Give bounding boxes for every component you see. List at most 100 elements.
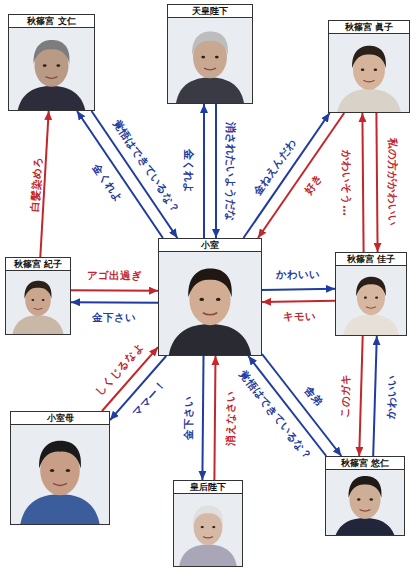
portrait-shape xyxy=(50,469,54,472)
portrait-shape xyxy=(46,77,58,79)
portrait-photo xyxy=(329,34,409,112)
portrait-shape xyxy=(203,536,213,537)
relation-label: キモい xyxy=(281,310,316,323)
portrait-shape xyxy=(192,32,228,56)
relation-label: 消されたいようだな xyxy=(225,121,237,222)
portrait-shape xyxy=(334,518,396,535)
portrait-shape xyxy=(12,315,63,334)
portrait-shape xyxy=(193,506,223,526)
person-box: 秋篠宮 紀子 xyxy=(5,257,71,335)
relation-arrow xyxy=(359,336,363,456)
relation-label: 覚悟はできているな？ xyxy=(236,367,314,463)
portrait-shape xyxy=(336,266,406,335)
portrait-shape xyxy=(66,469,70,472)
relation-arrow xyxy=(214,356,215,480)
relation-arrow xyxy=(376,113,377,252)
portrait-shape xyxy=(159,252,261,355)
relation-label: 金くれよ xyxy=(90,160,126,205)
relation-label: 金下さい xyxy=(182,395,194,441)
portrait-photo xyxy=(11,425,109,524)
portrait-photo xyxy=(326,470,404,535)
portrait-shape xyxy=(366,307,376,308)
relation-arrow xyxy=(262,301,335,302)
portrait-photo xyxy=(174,494,242,566)
portrait-shape xyxy=(326,470,404,535)
relation-label: ママー！ xyxy=(130,377,169,419)
portrait-shape xyxy=(201,526,204,528)
relation-arrow xyxy=(203,104,205,238)
portrait-shape xyxy=(337,89,401,112)
person-name: 秋篠宮 悠仁 xyxy=(326,457,404,470)
portrait-shape xyxy=(364,297,367,299)
relation-arrow xyxy=(243,113,329,238)
portrait-shape xyxy=(356,277,386,297)
portrait-shape xyxy=(6,271,70,334)
portrait-shape xyxy=(39,441,81,469)
person-box: 小室 xyxy=(158,238,262,356)
person-box: 秋篠宮 眞子 xyxy=(328,20,410,113)
portrait-shape xyxy=(42,299,45,301)
person-name: 小室母 xyxy=(11,412,109,425)
portrait-shape xyxy=(374,69,378,72)
portrait-shape xyxy=(179,544,237,566)
portrait-shape xyxy=(216,298,221,301)
portrait-shape xyxy=(169,324,251,355)
portrait-shape xyxy=(168,18,252,103)
relation-arrow xyxy=(202,356,203,480)
relation-label: 舎弟 xyxy=(301,383,325,409)
portrait-shape xyxy=(199,298,204,301)
portrait-shape xyxy=(361,69,365,72)
portrait-shape xyxy=(53,483,67,485)
relation-label: アゴ出過ぎ xyxy=(86,269,143,281)
portrait-shape xyxy=(363,80,374,82)
relation-label: 消えなさい xyxy=(224,390,236,447)
person-name: 秋篠宮 佳子 xyxy=(336,253,406,266)
person-name: 皇后陛下 xyxy=(174,481,242,494)
relation-label: 金下さい xyxy=(91,311,137,323)
relation-label: 金ねえんだわ xyxy=(250,136,298,199)
relation-arrow xyxy=(71,289,158,292)
portrait-photo xyxy=(168,18,252,103)
portrait-shape xyxy=(31,299,34,301)
person-name: 秋篠宮 文仁 xyxy=(9,15,94,28)
relation-arrow xyxy=(71,301,158,304)
portrait-shape xyxy=(11,425,109,524)
portrait-shape xyxy=(357,498,360,500)
portrait-shape xyxy=(34,308,43,309)
portrait-shape xyxy=(203,313,217,315)
relation-label: かわいい xyxy=(384,373,397,419)
portrait-shape xyxy=(56,64,60,67)
portrait-shape xyxy=(18,86,86,110)
portrait-shape xyxy=(188,268,232,297)
portrait-shape xyxy=(375,297,378,299)
person-name: 天皇陛下 xyxy=(168,5,252,18)
person-box: 秋篠宮 文仁 xyxy=(8,14,95,111)
relation-label: かわいい xyxy=(275,268,321,281)
relation-arrow xyxy=(373,336,377,456)
portrait-shape xyxy=(212,526,215,528)
person-box: 天皇陛下 xyxy=(167,4,253,104)
person-name: 小室 xyxy=(159,239,261,252)
portrait-shape xyxy=(349,476,382,498)
relation-label: 金くれよ xyxy=(183,148,195,194)
portrait-shape xyxy=(370,498,373,500)
relation-arrow xyxy=(248,356,326,456)
relation-label: このガキ xyxy=(338,372,351,418)
person-name: 秋篠宮 眞子 xyxy=(329,21,409,34)
relation-label: かわいそう… xyxy=(341,149,354,217)
person-box: 秋篠宮 悠仁 xyxy=(325,456,405,536)
portrait-shape xyxy=(352,46,386,68)
portrait-shape xyxy=(20,494,99,524)
portrait-shape xyxy=(215,56,219,59)
person-name: 秋篠宮 紀子 xyxy=(6,258,70,271)
relation-arrow xyxy=(362,113,363,252)
portrait-shape xyxy=(343,315,399,336)
person-box: 秋篠宮 佳子 xyxy=(335,252,407,336)
portrait-shape xyxy=(201,56,205,59)
portrait-shape xyxy=(34,40,70,64)
person-box: 皇后陛下 xyxy=(173,480,243,567)
portrait-shape xyxy=(329,34,409,112)
portrait-photo xyxy=(159,252,261,355)
